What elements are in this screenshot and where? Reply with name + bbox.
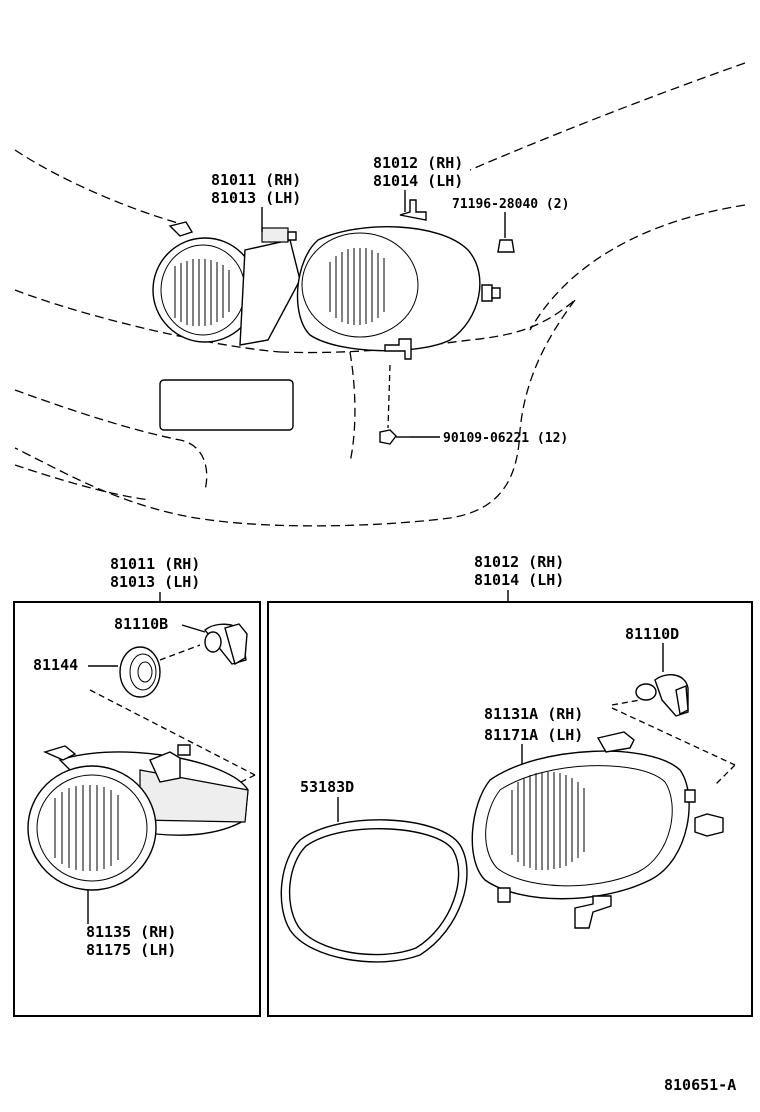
screw-icon (379, 429, 410, 445)
right-lens-rh-label: 81131A (RH) (484, 705, 583, 723)
overview-inner-rh-label: 81011 (RH) (211, 171, 301, 189)
right-assembly-lh-label: 81014 (LH) (474, 571, 564, 589)
left-bulb-leader (181, 624, 206, 633)
left-lamp-icon (27, 744, 249, 891)
right-assembly-dashes (611, 699, 736, 786)
socket-icon (119, 646, 161, 698)
screw-label: 90109-06221 (12) (443, 431, 568, 446)
overview-inner-lh-label: 81013 (LH) (211, 189, 301, 207)
outer-headlamp-overview (296, 199, 501, 360)
gasket-label: 53183D (300, 778, 354, 796)
car-body-outline (14, 62, 746, 527)
overview-outer-rh-label: 81012 (RH) (373, 154, 463, 172)
left-lens-lh-label: 81175 (LH) (86, 941, 176, 959)
right-lamp-icon (471, 731, 724, 929)
left-assembly-dashes (89, 644, 256, 791)
socket-label: 81144 (33, 656, 78, 674)
gasket-icon (280, 819, 468, 963)
left-lens-rh-label: 81135 (RH) (86, 923, 176, 941)
inner-headlamp-overview (152, 221, 301, 346)
left-bulb-icon (204, 623, 248, 666)
clip-icon (497, 239, 515, 253)
overview-outer-lh-label: 81014 (LH) (373, 172, 463, 190)
right-assembly-rh-label: 81012 (RH) (474, 553, 564, 571)
screw-dashed-line (387, 364, 391, 429)
right-assembly-box (267, 601, 753, 1017)
left-assembly-box (13, 601, 261, 1017)
right-lens-lh-label: 81171A (LH) (484, 726, 583, 744)
diagram-id: 810651-A (664, 1076, 736, 1094)
right-bulb-label: 81110D (625, 625, 679, 643)
right-bulb-icon (635, 674, 689, 717)
clip-label: 71196-28040 (2) (452, 197, 569, 212)
left-bulb-label: 81110B (114, 615, 168, 633)
left-assembly-lh-label: 81013 (LH) (110, 573, 200, 591)
left-assembly-rh-label: 81011 (RH) (110, 555, 200, 573)
